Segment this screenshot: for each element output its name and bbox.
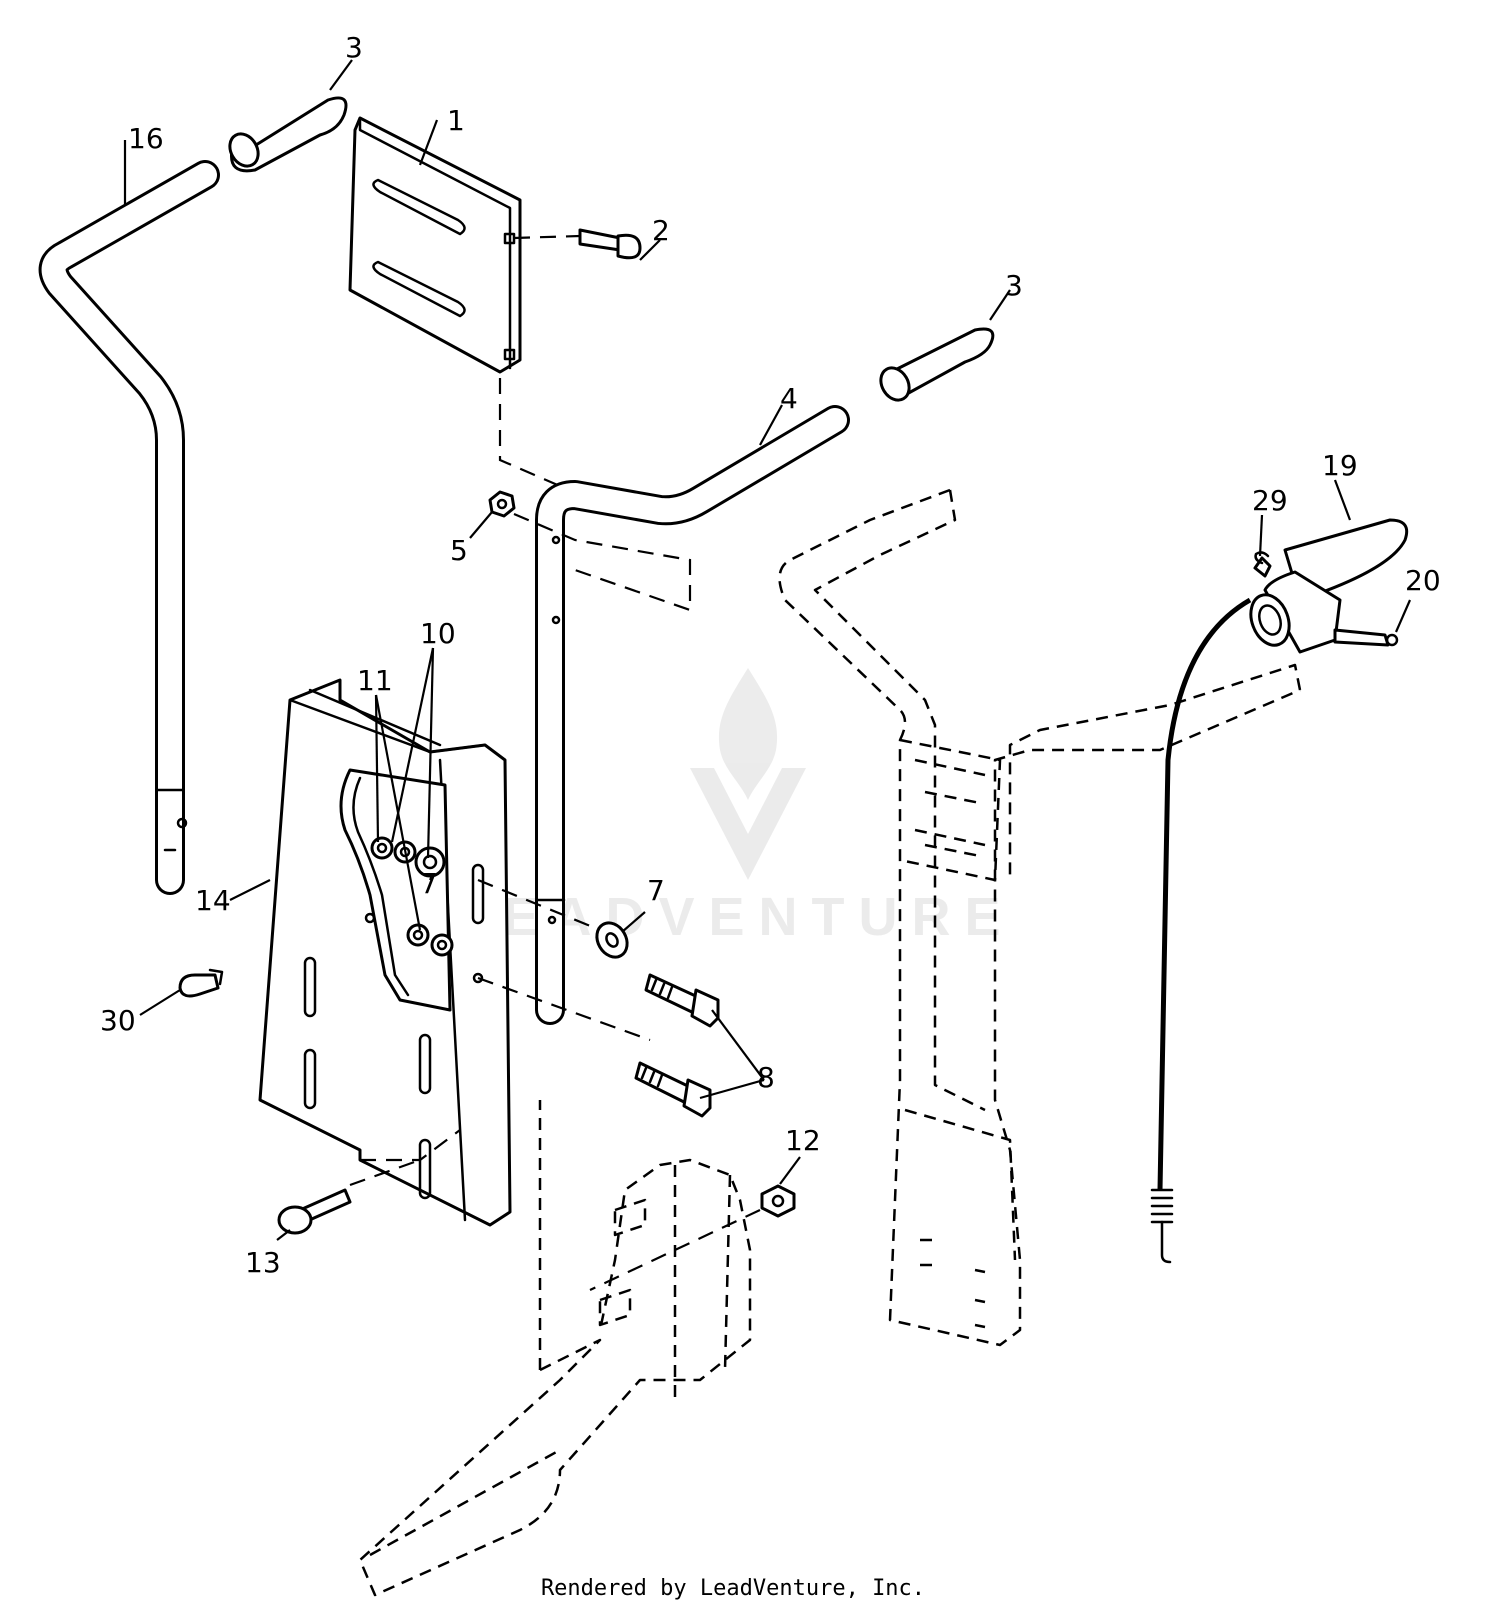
- right-handle-tube: [535, 405, 850, 1025]
- leader-lines: [123, 59, 1412, 1241]
- callout-13: 13: [245, 1246, 281, 1279]
- carriage-bolt: [513, 228, 642, 260]
- callout-10: 10: [420, 617, 456, 650]
- callout-7-outer: 7: [647, 874, 665, 907]
- callout-4: 4: [780, 382, 798, 415]
- control-lever: [1249, 518, 1409, 654]
- callout-3-lower: 3: [1005, 269, 1023, 302]
- callout-20: 20: [1405, 564, 1441, 597]
- callout-30: 30: [100, 1004, 136, 1037]
- ghost-mounting-bracket: [358, 1100, 752, 1597]
- callout-14: 14: [195, 884, 231, 917]
- flat-washer: [595, 921, 629, 959]
- mounting-plate: [348, 116, 522, 374]
- hand-grip-lower: [879, 327, 995, 402]
- cable-clip: [178, 968, 224, 998]
- callout-7-inner: 7: [420, 867, 438, 900]
- callout-3-upper: 3: [345, 31, 363, 64]
- frame-plate: [258, 678, 512, 1227]
- callout-12: 12: [785, 1124, 821, 1157]
- watermark-flame-icon: [718, 668, 778, 800]
- callout-8: 8: [757, 1061, 775, 1094]
- left-handle-tube: [38, 160, 220, 895]
- plate-dash-leader: [498, 378, 561, 488]
- alignment-line-upper: [477, 878, 601, 932]
- hand-grip-upper: [228, 96, 348, 173]
- callout-16: 16: [128, 122, 164, 155]
- footer-credit: Rendered by LeadVenture, Inc.: [541, 1576, 925, 1601]
- callout-19: 19: [1322, 449, 1358, 482]
- callout-11: 11: [357, 664, 393, 697]
- lock-nut: [760, 1184, 796, 1218]
- hex-bolt-upper: [644, 973, 720, 1028]
- alignment-line-middle: [477, 976, 651, 1042]
- alignment-line-lower: [360, 1129, 461, 1162]
- control-cable: [1150, 597, 1252, 1264]
- callout-1: 1: [447, 104, 465, 137]
- callout-5: 5: [450, 534, 468, 567]
- callout-2: 2: [652, 214, 670, 247]
- carriage-bolt-lower: [277, 1158, 421, 1235]
- callout-labels: 1 2 3 3 4 5 7 7 8 10 11 12 13 14 16 19 2…: [100, 31, 1441, 1279]
- watermark-v-icon: [690, 768, 806, 880]
- ghost-handle-frame: [778, 488, 1302, 1347]
- callout-29: 29: [1252, 484, 1288, 517]
- bracket-alignment-line: [589, 1209, 761, 1291]
- hex-bolt-lower: [634, 1061, 712, 1118]
